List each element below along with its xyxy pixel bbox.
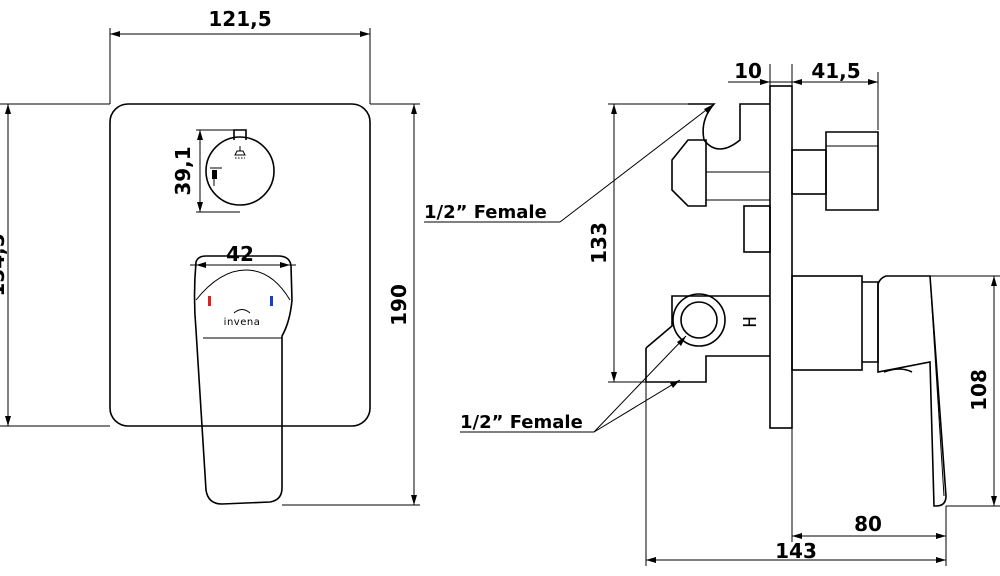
shower-head-icon	[234, 146, 246, 159]
dim-width-top: 121,5	[208, 7, 271, 31]
label-lower: 1/2” Female	[460, 412, 583, 433]
dim-lever-height: 108	[967, 369, 991, 411]
brand-logo: invena	[224, 317, 261, 328]
diverter-side	[791, 131, 879, 211]
dim-handle-width: 42	[226, 242, 254, 266]
dim-top-left: 10	[734, 59, 762, 83]
dim-height-right: 190	[387, 284, 411, 326]
dim-depth-total: 143	[775, 539, 817, 563]
hot-indicator	[208, 296, 211, 306]
lever-side	[791, 275, 947, 507]
side-view: 10 41,5 H	[424, 59, 1000, 566]
cold-indicator	[270, 296, 273, 306]
dim-height-side: 133	[587, 222, 611, 264]
dim-depth-inner: 80	[854, 512, 882, 536]
diverter-knob: 39,1	[171, 129, 275, 213]
h-marking: H	[740, 317, 761, 328]
callout-lower: 1/2” Female	[460, 335, 687, 433]
valve-body: H	[645, 103, 771, 383]
dim-top-right: 41,5	[811, 59, 860, 83]
callout-upper: 1/2” Female	[424, 103, 715, 223]
label-upper: 1/2” Female	[424, 202, 547, 223]
dim-height-left: 154,5	[0, 233, 9, 296]
brand-swoosh	[233, 309, 251, 314]
front-view: 121,5 154,5 190 39,1	[0, 7, 420, 506]
dim-diverter: 39,1	[171, 146, 195, 195]
wall-plate	[769, 85, 793, 429]
lever-handle: invena 42	[190, 242, 296, 505]
cover-plate	[109, 103, 371, 427]
hand-shower-icon	[210, 167, 222, 186]
